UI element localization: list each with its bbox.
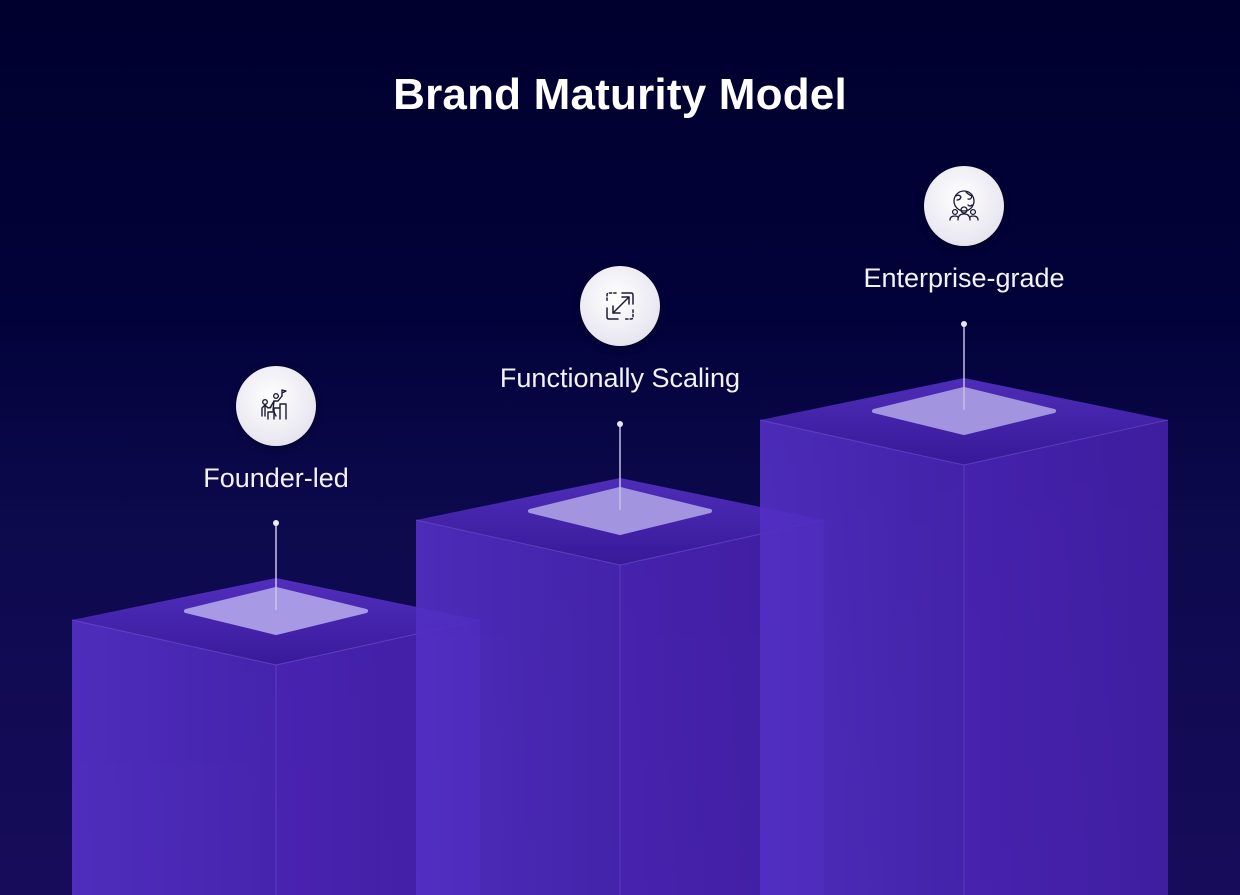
stage-icon-founder-led bbox=[236, 366, 316, 446]
stage-icon-enterprise-grade bbox=[924, 166, 1004, 246]
diagram-title: Brand Maturity Model bbox=[393, 70, 847, 119]
stage-label-founder-led: Founder-led bbox=[203, 463, 349, 493]
team-climbing-stairs-flag-icon bbox=[261, 389, 287, 420]
pillar-enterprise-grade bbox=[759, 321, 1169, 895]
pillar-top-plate bbox=[184, 587, 368, 635]
globe-with-people-icon bbox=[949, 190, 979, 221]
stage-label-enterprise-grade: Enterprise-grade bbox=[863, 263, 1065, 293]
resize-expand-arrows-icon bbox=[606, 292, 634, 320]
pillar-top-plate bbox=[872, 387, 1056, 435]
pillar-functionally-scaling bbox=[415, 421, 825, 895]
pillar-top-plate bbox=[528, 487, 712, 535]
stage-label-functionally-scaling: Functionally Scaling bbox=[499, 363, 741, 393]
stage-icon-functionally-scaling bbox=[580, 266, 660, 346]
